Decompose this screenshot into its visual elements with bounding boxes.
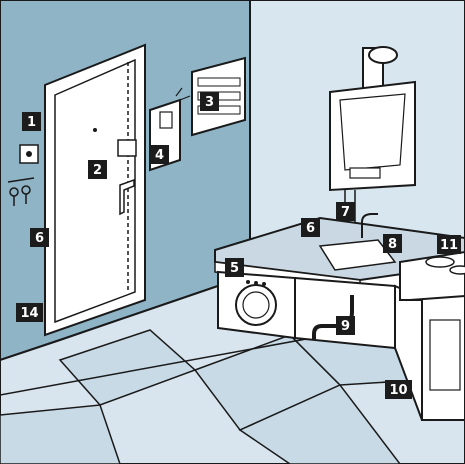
svg-text:9: 9 (341, 319, 350, 334)
svg-text:11: 11 (440, 238, 458, 253)
label-4: 4 (150, 145, 169, 164)
gas-stove (399, 250, 465, 421)
svg-text:2: 2 (93, 163, 102, 178)
wall-boiler (329, 46, 416, 222)
svg-text:1: 1 (27, 115, 36, 130)
door-handle-icon (119, 178, 135, 216)
sink-basin (318, 239, 397, 271)
sink-cabinet (294, 276, 423, 421)
label-7: 7 (336, 202, 355, 221)
tap-icon (361, 213, 378, 238)
front-door (44, 43, 146, 337)
label-14: 14 (16, 303, 43, 322)
label-9: 9 (336, 316, 355, 335)
label-1: 1 (22, 112, 41, 131)
label-6-hallway: 6 (30, 228, 49, 247)
label-5: 5 (225, 258, 244, 277)
svg-text:8: 8 (388, 237, 397, 252)
svg-text:10: 10 (389, 383, 407, 398)
floor-tiles (0, 309, 465, 464)
label-2: 2 (88, 160, 107, 179)
washing-machine (217, 270, 296, 340)
label-3: 3 (200, 92, 219, 111)
label-10: 10 (385, 380, 412, 399)
svg-text:14: 14 (20, 306, 38, 321)
svg-text:6: 6 (35, 231, 44, 246)
label-8: 8 (383, 234, 402, 253)
label-11: 11 (437, 235, 461, 254)
svg-text:6: 6 (306, 221, 315, 236)
svg-text:3: 3 (205, 95, 214, 110)
door-peephole (93, 128, 97, 132)
door-lock (117, 139, 137, 157)
label-6-worktop: 6 (301, 218, 320, 237)
wall-socket (19, 144, 39, 164)
key-hook-icon (7, 177, 35, 206)
svg-text:5: 5 (230, 261, 239, 276)
svg-text:4: 4 (155, 148, 164, 163)
svg-text:7: 7 (341, 205, 350, 220)
